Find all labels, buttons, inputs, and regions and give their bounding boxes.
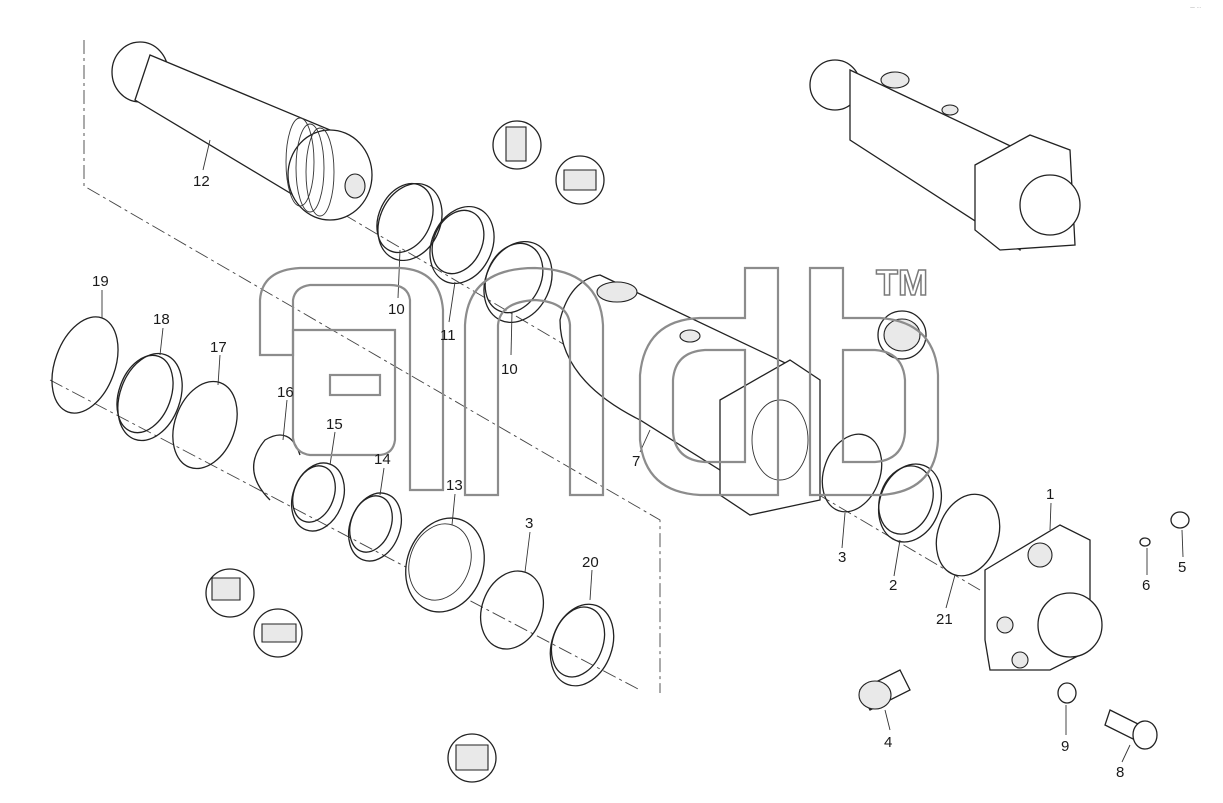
end-cap-block [984,524,1103,671]
assembled-cylinder-overview [809,59,1081,252]
callout-21: 21 [936,611,953,628]
callout-11: 11 [440,327,456,344]
callout-10-lower: 10 [501,361,518,378]
corner-mark: — ··· [1190,5,1202,11]
washer-6 [1139,537,1151,547]
valve-4 [858,669,911,711]
trademark-mark: TM [876,262,928,303]
seal-rings-upper [376,182,553,324]
callout-5: 5 [1178,559,1186,576]
callout-13: 13 [446,477,463,494]
callout-19: 19 [92,273,109,290]
plug-5 [1170,511,1190,529]
callout-4: 4 [884,734,892,751]
callout-16: 16 [277,384,294,401]
callout-3-left: 3 [525,515,533,532]
detail-bubble-upper-1 [492,120,542,170]
callout-1: 1 [1046,486,1054,503]
detail-bubble-lower-3 [447,733,497,783]
callout-9: 9 [1061,738,1069,755]
callout-2: 2 [889,577,897,594]
callout-20: 20 [582,554,599,571]
detail-bubble-lower-2 [253,608,303,658]
piston-rod-assembly [111,41,373,221]
watermark-logo: TM [258,261,940,497]
bolt-8 [1104,709,1158,750]
seal-rings-right [821,433,1001,577]
callout-15: 15 [326,416,343,433]
callout-17: 17 [210,339,227,356]
callout-10-upper: 10 [388,301,405,318]
callout-3-right: 3 [838,549,846,566]
cylinder-barrel [559,274,821,516]
callout-12: 12 [193,173,210,190]
callout-18: 18 [153,311,170,328]
callout-6: 6 [1142,577,1150,594]
seal-rings-lower [51,316,615,687]
leader-lines [101,139,1184,763]
callout-14: 14 [374,451,391,468]
callout-8: 8 [1116,764,1124,781]
washer-9 [1057,682,1077,704]
callout-7: 7 [632,453,640,470]
detail-bubble-upper-2 [555,155,605,205]
callout-labels: 12 10 11 10 19 18 17 16 15 14 13 3 20 7 … [92,173,1186,781]
detail-bubble-lower-1 [205,568,255,618]
